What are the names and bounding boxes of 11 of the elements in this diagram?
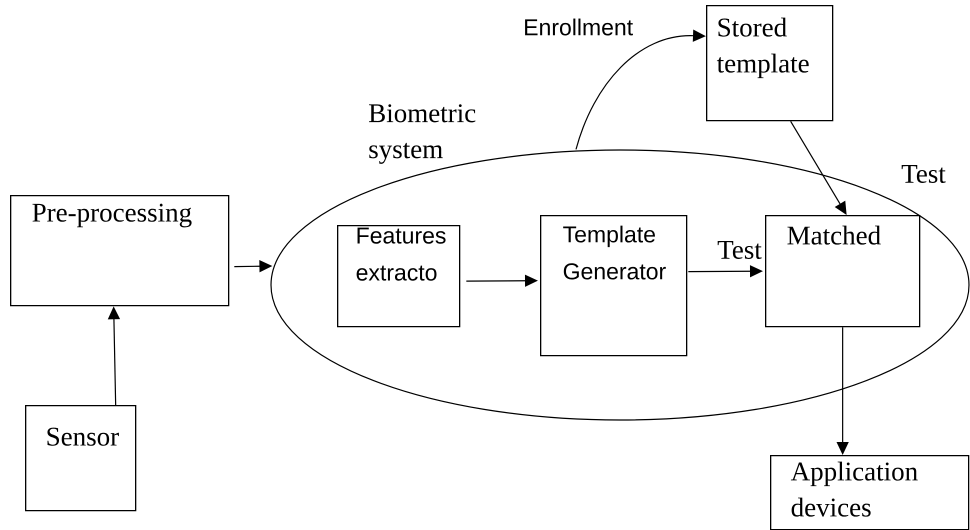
sensor-box: Sensor	[25, 405, 136, 512]
edge-label: Enrollment	[522, 18, 634, 36]
edge-label: Test	[716, 240, 763, 260]
storage-box: Stored template	[706, 5, 834, 122]
process-box: Template Generator	[540, 215, 688, 356]
output-box: Application devices	[770, 455, 970, 530]
process-box: Features extracto	[337, 225, 460, 328]
system-label: Biometric system	[369, 104, 476, 164]
process-box: Matched	[765, 215, 920, 328]
process-box: Pre-processing	[10, 195, 230, 306]
edge-label: Test	[900, 164, 947, 184]
